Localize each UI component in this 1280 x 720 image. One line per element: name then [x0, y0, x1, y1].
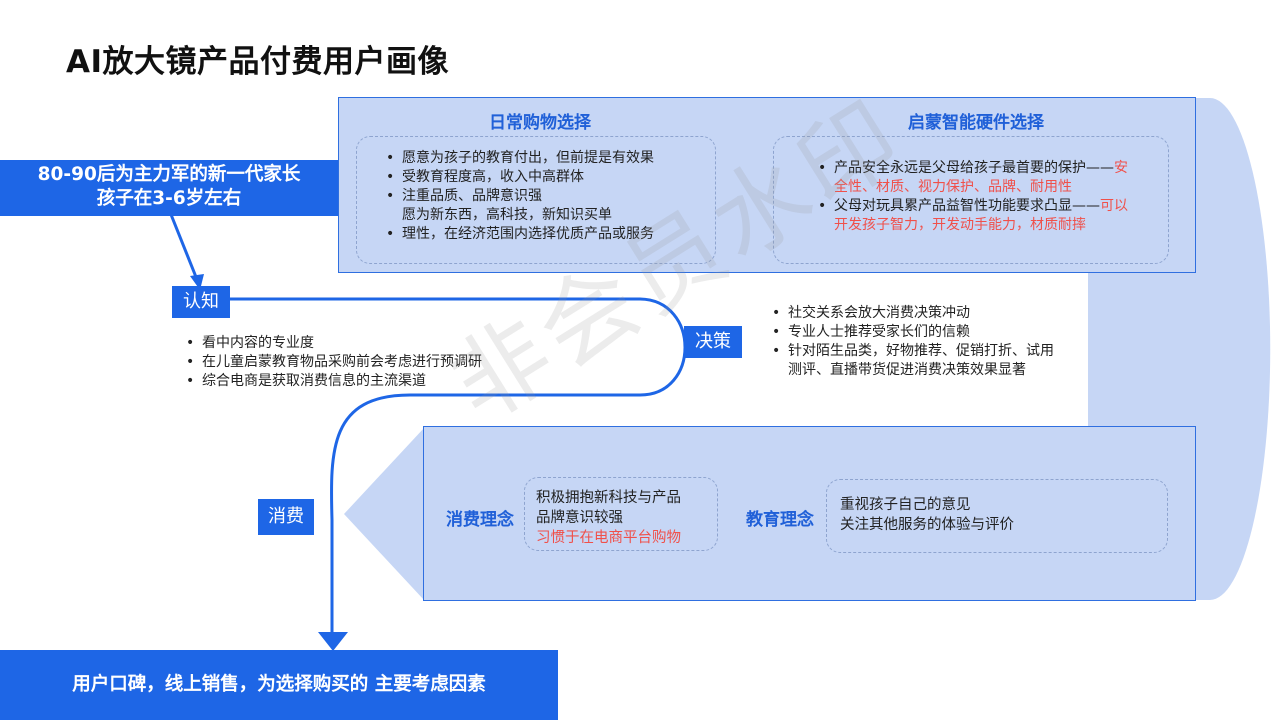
cognition-points: 看中内容的专业度 在儿童启蒙教育物品采购前会考虑进行预调研 综合电商是获取消费信…: [184, 334, 602, 391]
connector-arrowhead-2: [318, 632, 348, 651]
band-right-curve: [1190, 98, 1271, 600]
daily-shopping-heading: 日常购物选择: [489, 113, 591, 133]
connector-persona-cognition: [168, 211, 200, 283]
consumption-concept-box: [524, 477, 718, 551]
persona-line-1: 80-90后为主力军的新一代家长: [37, 164, 301, 185]
list-item: 针对陌生品类，好物推荐、促销打折、试用: [772, 342, 1108, 361]
consumption-line-1: 积极拥抱新科技与产品: [536, 490, 681, 506]
decision-point-continuation: 测评、直播带货促进消费决策效果显著: [788, 362, 1026, 378]
hardware-item2-text: 父母对玩具累产品益智性功能要求凸显——: [834, 198, 1100, 214]
persona-line-2: 孩子在3-6岁左右: [96, 188, 242, 209]
hardware-item1-text: 产品安全永远是父母给孩子最首要的保护——: [834, 160, 1114, 176]
decision-points: 社交关系会放大消费决策冲动 专业人士推荐受家长们的信赖 针对陌生品类，好物推荐、…: [770, 304, 1108, 380]
page-title: AI放大镜产品付费用户画像: [66, 44, 450, 80]
list-item: 测评、直播带货促进消费决策效果显著: [788, 361, 1108, 380]
consumption-concept-label: 消费理念: [446, 510, 514, 530]
hardware-choice-list: 产品安全永远是父母给孩子最首要的保护——安全性、材质、视力保护、品牌、耐用性 父…: [816, 159, 1174, 235]
conclusion-box: 用户口碑，线上销售，为选择购买的 主要考虑因素: [0, 650, 558, 720]
list-item: 社交关系会放大消费决策冲动: [772, 304, 1108, 323]
list-item: 愿意为孩子的教育付出，但前提是有效果: [386, 149, 732, 168]
consumption-concept-text: 积极拥抱新科技与产品 品牌意识较强 习惯于在电商平台购物: [536, 488, 681, 548]
education-concept-text: 重视孩子自己的意见 关注其他服务的体验与评价: [840, 495, 1014, 535]
list-item: 理性，在经济范围内选择优质产品或服务: [386, 225, 732, 244]
band-lower-arrow: [344, 428, 424, 600]
education-line-1: 重视孩子自己的意见: [840, 497, 971, 513]
list-item: 综合电商是获取消费信息的主流渠道: [186, 372, 602, 391]
stage-decision-tag: 决策: [684, 326, 742, 358]
list-item: 在儿童启蒙教育物品采购前会考虑进行预调研: [186, 353, 602, 372]
list-item: 产品安全永远是父母给孩子最首要的保护——安全性、材质、视力保护、品牌、耐用性: [818, 159, 1174, 197]
education-concept-box: [826, 479, 1168, 553]
education-concept-label: 教育理念: [746, 510, 814, 530]
education-line-2: 关注其他服务的体验与评价: [840, 517, 1014, 533]
conclusion-text: 用户口碑，线上销售，为选择购买的 主要考虑因素: [72, 674, 486, 695]
list-item: 看中内容的专业度: [186, 334, 602, 353]
stage-consumption-tag: 消费: [258, 499, 314, 535]
lower-panel: [423, 426, 1196, 601]
hardware-item2-highlight-a: 可以: [1100, 198, 1128, 214]
list-item: 受教育程度高，收入中高群体: [386, 168, 732, 187]
list-item: 专业人士推荐受家长们的信赖: [772, 323, 1108, 342]
persona-box: 80-90后为主力军的新一代家长 孩子在3-6岁左右: [0, 160, 338, 216]
stage-cognition-tag: 认知: [172, 286, 230, 318]
consumption-line-2: 品牌意识较强: [536, 510, 623, 526]
hardware-item1-highlight-a: 安: [1114, 160, 1128, 176]
journey-curve: [230, 297, 687, 632]
hardware-item1-highlight-b: 全性、材质、视力保护、品牌、耐用性: [834, 179, 1072, 195]
hardware-choice-heading: 启蒙智能硬件选择: [908, 113, 1044, 133]
list-item: 愿为新东西，高科技，新知识买单: [402, 207, 612, 223]
daily-shopping-list: 愿意为孩子的教育付出，但前提是有效果 受教育程度高，收入中高群体 注重品质、品牌…: [384, 149, 732, 244]
list-item: 注重品质、品牌意识强: [386, 187, 732, 206]
consumption-line-3: 习惯于在电商平台购物: [536, 530, 681, 546]
hardware-item2-highlight-b: 开发孩子智力，开发动手能力，材质耐摔: [834, 217, 1086, 233]
